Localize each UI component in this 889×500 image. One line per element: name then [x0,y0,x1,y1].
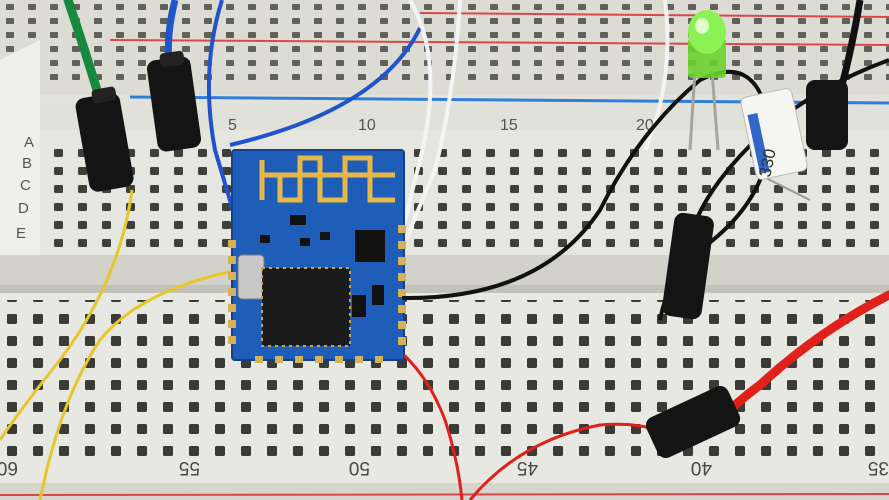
row-label: E [16,225,26,242]
main-chip [262,268,350,346]
smd-component [260,235,270,243]
yellow-wire [38,268,239,500]
col-label: 35 [868,457,889,478]
jumper-plug-black [146,56,202,152]
col-label: 40 [691,457,712,478]
col-label: 55 [179,457,200,478]
castellated-pads-right [398,225,406,345]
col-label: 5 [228,117,237,134]
green-led [688,10,726,151]
row-label: C [20,177,31,194]
jumper-plug-black [806,80,848,150]
resistor: 330 [740,88,811,201]
white-wire [402,0,433,226]
white-wire [404,0,462,241]
smd-component [300,238,310,246]
crystal [237,254,265,300]
castellated-pads-bottom [255,356,383,363]
col-label: 60 [0,457,18,478]
jumper-plug-black [75,93,134,192]
bottom-rail-edge [0,483,889,500]
red-wire [468,422,661,500]
jumper-plug-black [662,212,714,320]
led-dome [688,10,726,54]
blue-wire [229,27,422,147]
col-label: 10 [358,117,376,134]
row-label: D [18,200,29,217]
row-letters: A B C D E [16,134,34,242]
rail-red-line [419,12,889,18]
smd-component [355,230,385,262]
red-wire [402,353,464,500]
row-label: A [24,134,34,151]
white-wire [643,0,670,151]
board-left-edge [0,40,40,300]
yellow-wire [0,189,134,441]
smd-component [372,285,384,305]
smd-component [320,232,330,240]
pcb-antenna [259,155,395,203]
red-wire [725,290,889,415]
smd-component [352,295,366,317]
top-power-rail [0,0,889,105]
column-numbers-bottom: 60 55 50 45 40 35 [0,457,889,478]
jumper-plug-black [645,386,741,458]
rail-red-line [0,493,889,496]
smd-component [290,215,306,225]
col-label: 50 [349,457,370,478]
castellated-pads-left [228,240,236,344]
row-label: B [22,155,32,172]
bluetooth-module [228,149,406,363]
col-label: 15 [500,117,518,134]
col-label: 45 [517,457,538,478]
column-numbers-top: 5 10 15 20 [228,117,654,134]
rail-red-line [109,39,889,46]
